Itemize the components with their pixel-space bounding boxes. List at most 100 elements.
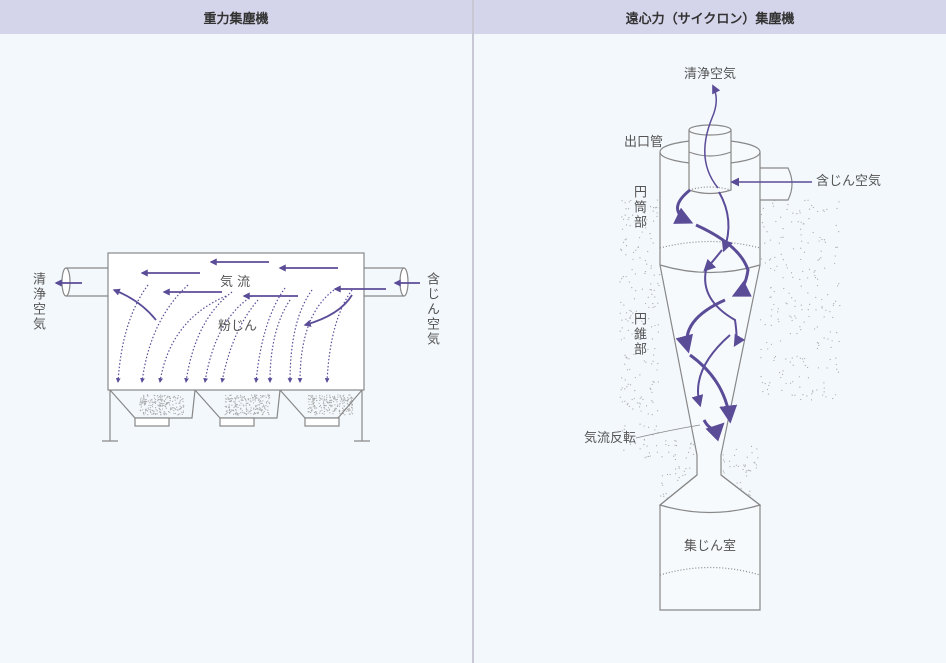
dust-particle: [832, 316, 834, 319]
dust-particle: [628, 201, 630, 203]
dust-particle: [157, 396, 159, 398]
dust-particle: [334, 407, 336, 409]
dust-particle: [250, 401, 252, 403]
dust-particle: [333, 395, 336, 397]
dust-particle: [827, 294, 829, 296]
dust-particle: [816, 284, 819, 287]
dust-particle: [225, 394, 227, 397]
dust-particle: [768, 384, 770, 387]
dust-particle: [264, 407, 266, 409]
dust-particle: [335, 407, 337, 410]
dust-particle: [326, 400, 328, 402]
dust-particle: [165, 413, 168, 415]
dust-particle: [652, 306, 654, 309]
dust-particle: [619, 396, 621, 398]
dust-particle: [678, 467, 680, 469]
dust-particle: [635, 310, 637, 312]
dust-particle: [314, 406, 316, 408]
dust-particle: [176, 397, 178, 400]
dust-particle: [757, 457, 759, 459]
dust-particle: [247, 398, 249, 400]
dust-particle: [340, 398, 343, 400]
dust-particle: [259, 407, 261, 409]
dust-particle: [182, 398, 184, 400]
dust-particle: [166, 402, 169, 404]
dust-particle: [264, 406, 266, 408]
dust-particle: [328, 408, 331, 410]
dust-particle: [155, 409, 157, 411]
dust-particle: [641, 231, 643, 233]
dust-particle: [673, 455, 675, 457]
dust-particle: [645, 302, 647, 305]
dust-particle: [810, 399, 813, 401]
dust-particle: [349, 397, 351, 399]
dust-particle: [635, 290, 637, 292]
dust-particle: [247, 409, 249, 411]
dust-particle: [813, 328, 816, 330]
dust-particle: [165, 407, 167, 409]
dust-particle: [348, 408, 350, 410]
dust-particle: [809, 303, 811, 305]
dust-particle: [659, 274, 661, 276]
dust-particle: [151, 409, 153, 411]
cylinder-label: 円筒部: [631, 185, 646, 230]
dust-particle: [261, 395, 263, 397]
dust-particle: [791, 319, 793, 322]
dust-particle: [791, 221, 793, 223]
dust-particle: [660, 495, 662, 497]
dust-particle: [238, 400, 240, 402]
dust-particle: [146, 394, 149, 396]
dust-particle: [644, 271, 647, 273]
dust-particle: [351, 407, 353, 409]
dusty-air-label: 含じん空気: [816, 174, 882, 189]
dust-particle: [151, 413, 153, 415]
dust-particle: [154, 394, 156, 397]
dust-particle: [326, 394, 328, 396]
dust-particle: [254, 398, 256, 400]
dust-particle: [172, 404, 174, 406]
dust-particle: [241, 397, 243, 399]
dust-particle: [637, 246, 639, 249]
dust-particle: [656, 212, 658, 214]
dust-particle: [182, 410, 185, 412]
dust-particle: [811, 393, 813, 395]
dust-particle: [323, 403, 325, 405]
dust-particle: [808, 218, 810, 220]
dust-particle: [651, 400, 653, 402]
dust-particle: [675, 440, 677, 442]
dust-particle: [621, 387, 623, 389]
dust-particle: [770, 315, 772, 317]
dust-particle: [637, 330, 639, 332]
dust-particle: [248, 404, 251, 406]
dust-particle: [312, 400, 314, 402]
dust-particle: [347, 408, 349, 410]
dust-particle: [723, 461, 726, 463]
dust-particle: [783, 287, 785, 290]
dust-particle: [770, 296, 772, 298]
dust-particle: [647, 348, 649, 351]
dust-particle: [161, 399, 163, 401]
dust-particle: [351, 411, 353, 413]
dust-particle: [825, 396, 827, 398]
dust-particle: [268, 397, 270, 400]
dust-particle: [750, 445, 753, 447]
dust-particle: [319, 394, 321, 396]
dust-particle: [267, 394, 270, 396]
dust-particle: [646, 445, 648, 447]
dust-particle: [253, 408, 255, 410]
dust-particle: [756, 448, 758, 450]
dust-particle: [180, 408, 182, 410]
dust-particle: [778, 371, 781, 374]
dust-particle: [309, 395, 311, 397]
dust-particle: [174, 412, 177, 414]
dust-particle: [150, 404, 152, 407]
dust-particle: [643, 438, 645, 441]
dust-particle: [621, 228, 624, 230]
dust-particle: [689, 467, 691, 469]
dust-particle: [627, 218, 629, 221]
dust-particle: [836, 368, 838, 370]
dust-particle: [154, 407, 157, 409]
dust-particle: [627, 208, 630, 210]
dust-particle: [778, 321, 780, 323]
dust-particle: [638, 406, 641, 408]
